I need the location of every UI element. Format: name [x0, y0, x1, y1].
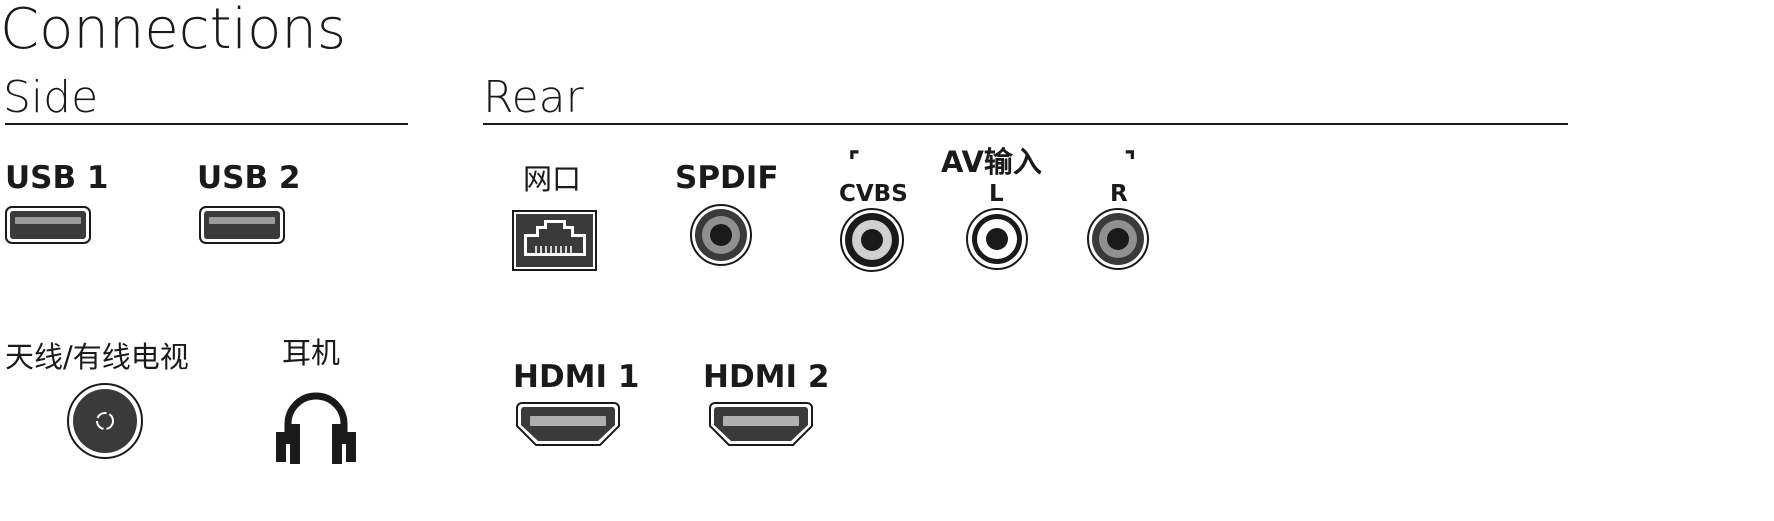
- network-label: 网口: [523, 162, 582, 196]
- hdmi1-port-icon: [516, 402, 620, 446]
- section-heading-side: Side: [3, 72, 99, 123]
- cvbs-label: CVBS: [839, 181, 908, 207]
- spdif-rca-jack-icon: [690, 204, 752, 266]
- audio-l-label: L: [989, 181, 1004, 207]
- usb2-label: USB 2: [197, 160, 301, 196]
- headphones-label: 耳机: [282, 336, 341, 370]
- cvbs-rca-jack-icon: [840, 208, 904, 272]
- antenna-label: 天线/有线电视: [5, 340, 189, 374]
- av-bracket-right-icon: ⌝: [1124, 147, 1137, 177]
- headphones-icon: [276, 392, 356, 464]
- section-divider-rear: [483, 123, 1568, 125]
- ethernet-port-icon: [512, 210, 597, 271]
- spdif-label: SPDIF: [675, 160, 779, 196]
- audio-r-rca-jack-icon: [1087, 208, 1149, 270]
- hdmi1-label: HDMI 1: [513, 359, 640, 395]
- audio-l-rca-jack-icon: [966, 208, 1028, 270]
- hdmi2-label: HDMI 2: [703, 359, 830, 395]
- usb1-label: USB 1: [5, 160, 109, 196]
- audio-r-label: R: [1110, 181, 1128, 207]
- section-divider-side: [5, 123, 408, 125]
- usb2-port-icon: [199, 206, 285, 244]
- coax-antenna-icon: [67, 383, 143, 459]
- usb1-port-icon: [5, 206, 91, 244]
- section-heading-rear: Rear: [483, 72, 584, 123]
- page-title: Connections: [0, 0, 347, 62]
- hdmi2-port-icon: [709, 402, 813, 446]
- av-input-label: AV输入: [941, 145, 1042, 179]
- av-bracket-left-icon: ⌜: [848, 147, 861, 177]
